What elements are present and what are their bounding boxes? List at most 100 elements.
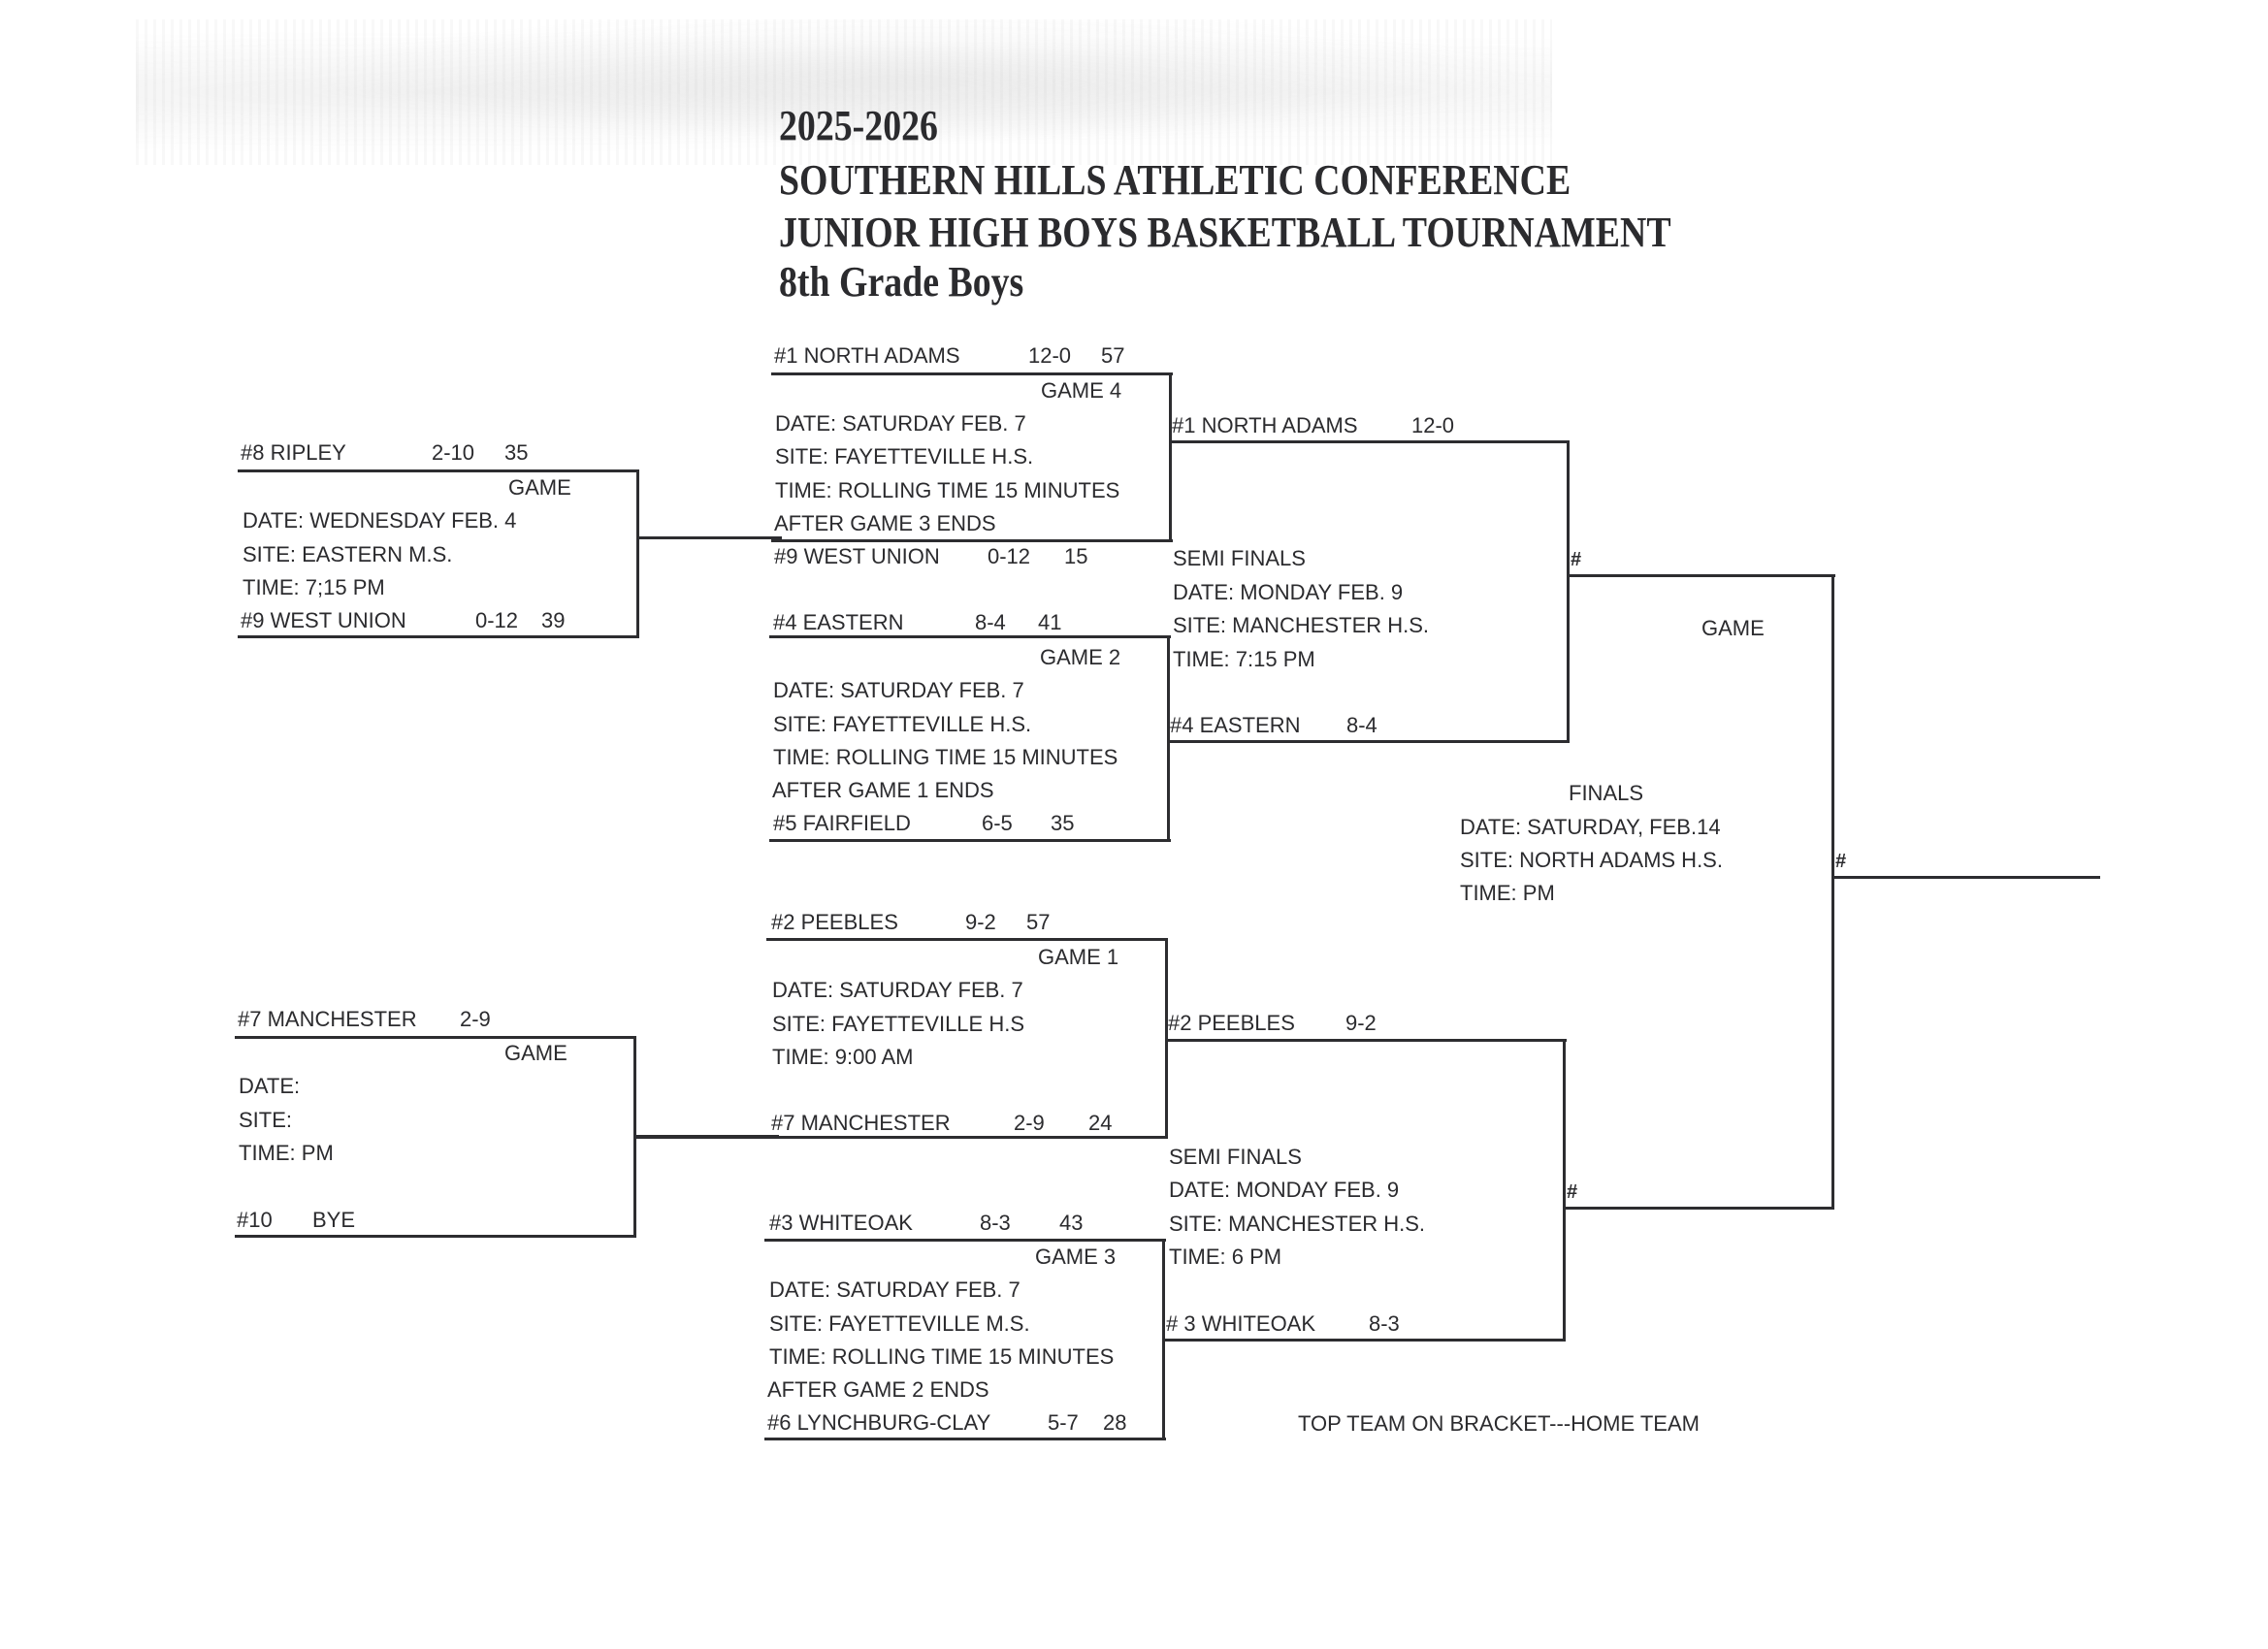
game-label: GAME <box>1701 616 1765 640</box>
finals-label: FINALS <box>1569 781 1644 805</box>
bracket-line <box>1167 740 1570 743</box>
bracket-line <box>1169 440 1570 443</box>
team-record: 12-0 <box>1411 413 1455 437</box>
game-time: TIME: ROLLING TIME 15 MINUTES <box>769 1344 1115 1369</box>
game-date: DATE: <box>239 1074 301 1098</box>
team-name: #9 WEST UNION <box>774 544 940 568</box>
bracket-line <box>1165 1039 1567 1042</box>
game-note: AFTER GAME 3 ENDS <box>774 511 996 535</box>
team-name: #5 FAIRFIELD <box>773 811 911 835</box>
team-record: 2-9 <box>1014 1111 1045 1135</box>
team-record: 9-2 <box>1345 1011 1377 1035</box>
team-record: 2-9 <box>460 1007 491 1031</box>
bracket-line <box>238 469 639 472</box>
bracket-line <box>1563 1039 1566 1342</box>
team-name: #3 WHITEOAK <box>769 1211 913 1235</box>
game-date: DATE: SATURDAY, FEB.14 <box>1460 815 1721 839</box>
bracket-connector <box>636 536 782 539</box>
division-title: 8th Grade Boys <box>779 258 1024 306</box>
game-site: SITE: MANCHESTER H.S. <box>1169 1212 1426 1236</box>
team-record: 9-2 <box>965 910 996 934</box>
team-score: 43 <box>1059 1211 1084 1235</box>
game-date: DATE: SATURDAY FEB. 7 <box>773 678 1024 702</box>
game-note: AFTER GAME 2 ENDS <box>767 1377 989 1402</box>
game-note: AFTER GAME 1 ENDS <box>772 778 994 802</box>
bracket-line <box>1165 938 1168 1139</box>
game-date: DATE: MONDAY FEB. 9 <box>1169 1178 1400 1202</box>
team-record: 12-0 <box>1028 343 1072 368</box>
game-site: SITE: FAYETTEVILLE M.S. <box>769 1311 1030 1336</box>
game-time: TIME: PM <box>239 1141 334 1165</box>
game-time: TIME: ROLLING TIME 15 MINUTES <box>775 478 1120 502</box>
home-team-note: TOP TEAM ON BRACKET---HOME TEAM <box>1298 1411 1700 1436</box>
team-name: #6 LYNCHBURG-CLAY <box>767 1410 991 1435</box>
bye-label: BYE <box>312 1208 356 1232</box>
game-time: TIME: 7:15 PM <box>1173 647 1315 671</box>
team-name: #1 NORTH ADAMS <box>1172 413 1358 437</box>
team-score: 41 <box>1038 610 1062 634</box>
semifinal-label: SEMI FINALS <box>1173 546 1306 570</box>
season-title: 2025-2026 <box>779 102 938 149</box>
bracket-line <box>1167 635 1170 842</box>
game-time: TIME: 7;15 PM <box>243 575 385 599</box>
game-label: GAME <box>504 1041 567 1065</box>
team-name: #2 PEEBLES <box>1168 1011 1295 1035</box>
team-score: 35 <box>504 440 529 465</box>
bracket-line <box>771 539 1173 542</box>
team-record: 5-7 <box>1048 1410 1079 1435</box>
champion-line <box>1831 876 2100 879</box>
bracket-line <box>633 1136 1168 1139</box>
game-time: TIME: PM <box>1460 881 1555 905</box>
team-record: 0-12 <box>988 544 1031 568</box>
game-label: GAME 1 <box>1038 945 1119 969</box>
team-record: 2-10 <box>432 440 475 465</box>
bracket-line <box>235 1235 636 1238</box>
team-seed: #10 <box>237 1208 273 1232</box>
bracket-line <box>766 938 1168 941</box>
team-name: # 3 WHITEOAK <box>1166 1311 1316 1336</box>
bracket-line <box>764 1438 1166 1440</box>
bracket-line <box>1831 574 1834 1210</box>
team-score: 15 <box>1064 544 1088 568</box>
team-name: #4 EASTERN <box>1170 713 1301 737</box>
conference-title: SOUTHERN HILLS ATHLETIC CONFERENCE <box>779 156 1571 204</box>
game-site: SITE: EASTERN M.S. <box>243 542 453 566</box>
bracket-connector <box>1563 1207 1834 1210</box>
team-score: 39 <box>541 608 566 632</box>
game-date: DATE: SATURDAY FEB. 7 <box>775 411 1026 436</box>
team-record: 8-3 <box>1369 1311 1400 1336</box>
game-time: TIME: 6 PM <box>1169 1245 1282 1269</box>
game-label: GAME 3 <box>1035 1245 1117 1269</box>
bracket-line <box>764 1239 1166 1242</box>
bracket-line <box>1567 440 1570 743</box>
bracket-line <box>636 469 639 638</box>
game-site: SITE: <box>239 1108 293 1132</box>
team-score: 35 <box>1051 811 1075 835</box>
team-record: 8-4 <box>975 610 1006 634</box>
team-name: #9 WEST UNION <box>241 608 406 632</box>
game-label: GAME 4 <box>1041 378 1122 403</box>
team-name: #2 PEEBLES <box>771 910 898 934</box>
bracket-connector <box>1567 574 1835 577</box>
bracket-line <box>769 635 1171 638</box>
team-record: 8-3 <box>980 1211 1011 1235</box>
bracket-line <box>238 635 639 638</box>
champion-placeholder: # <box>1835 851 1847 872</box>
team-score: 57 <box>1101 343 1125 368</box>
game-site: SITE: MANCHESTER H.S. <box>1173 613 1430 637</box>
game-date: DATE: SATURDAY FEB. 7 <box>769 1277 1021 1302</box>
game-time: TIME: 9:00 AM <box>772 1045 914 1069</box>
game-label: GAME 2 <box>1040 645 1121 669</box>
team-name: #1 NORTH ADAMS <box>774 343 960 368</box>
bracket-line <box>1169 372 1172 542</box>
team-score: 57 <box>1026 910 1051 934</box>
team-record: 6-5 <box>982 811 1013 835</box>
bracket-line <box>1162 1339 1566 1342</box>
game-date: DATE: WEDNESDAY FEB. 4 <box>243 508 517 533</box>
game-site: SITE: FAYETTEVILLE H.S. <box>775 444 1034 469</box>
team-name: #4 EASTERN <box>773 610 904 634</box>
scan-artifact <box>136 19 1552 165</box>
game-site: SITE: NORTH ADAMS H.S. <box>1460 848 1723 872</box>
team-score: 28 <box>1103 1410 1127 1435</box>
game-label: GAME <box>508 475 571 500</box>
